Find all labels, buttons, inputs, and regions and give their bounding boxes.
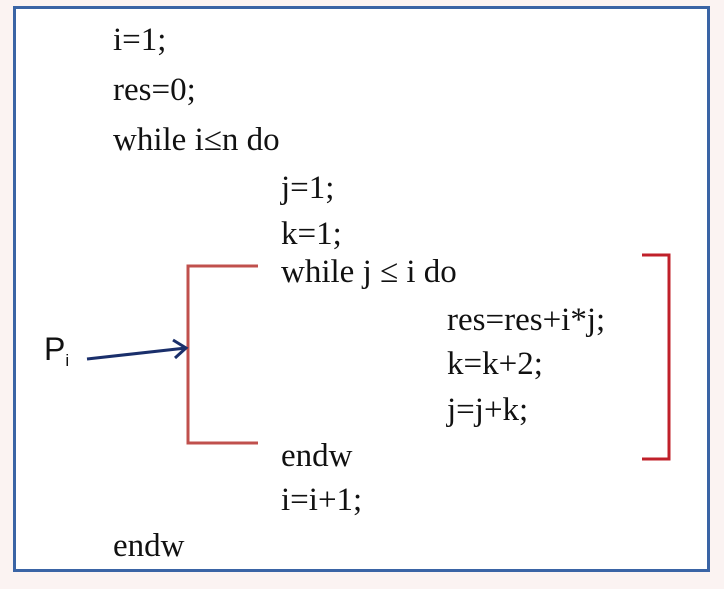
code-line-init-res: res=0; [113,72,196,108]
pi-arrow [86,346,187,361]
right-bracket [642,253,671,461]
code-line-k-update: k=k+2; [447,346,543,382]
code-line-inner-endw: endw [281,438,353,474]
code-line-inner-while: while j ≤ i do [281,254,457,290]
code-line-outer-while: while i≤n do [113,122,280,158]
code-line-j-update: j=j+k; [447,392,529,428]
code-line-i-increment: i=i+1; [281,482,363,518]
pi-arrow-head [172,338,189,360]
pi-label-base: P [44,331,66,367]
code-line-init-j: j=1; [281,170,335,206]
pi-label-subscript: i [65,351,70,370]
left-bracket [186,264,258,445]
code-line-init-i: i=1; [113,22,167,58]
code-line-res-update: res=res+i*j; [447,302,606,338]
code-frame [13,6,710,572]
pi-label: Pi [44,331,69,379]
code-line-outer-endw: endw [113,528,185,564]
code-line-init-k: k=1; [281,216,342,252]
